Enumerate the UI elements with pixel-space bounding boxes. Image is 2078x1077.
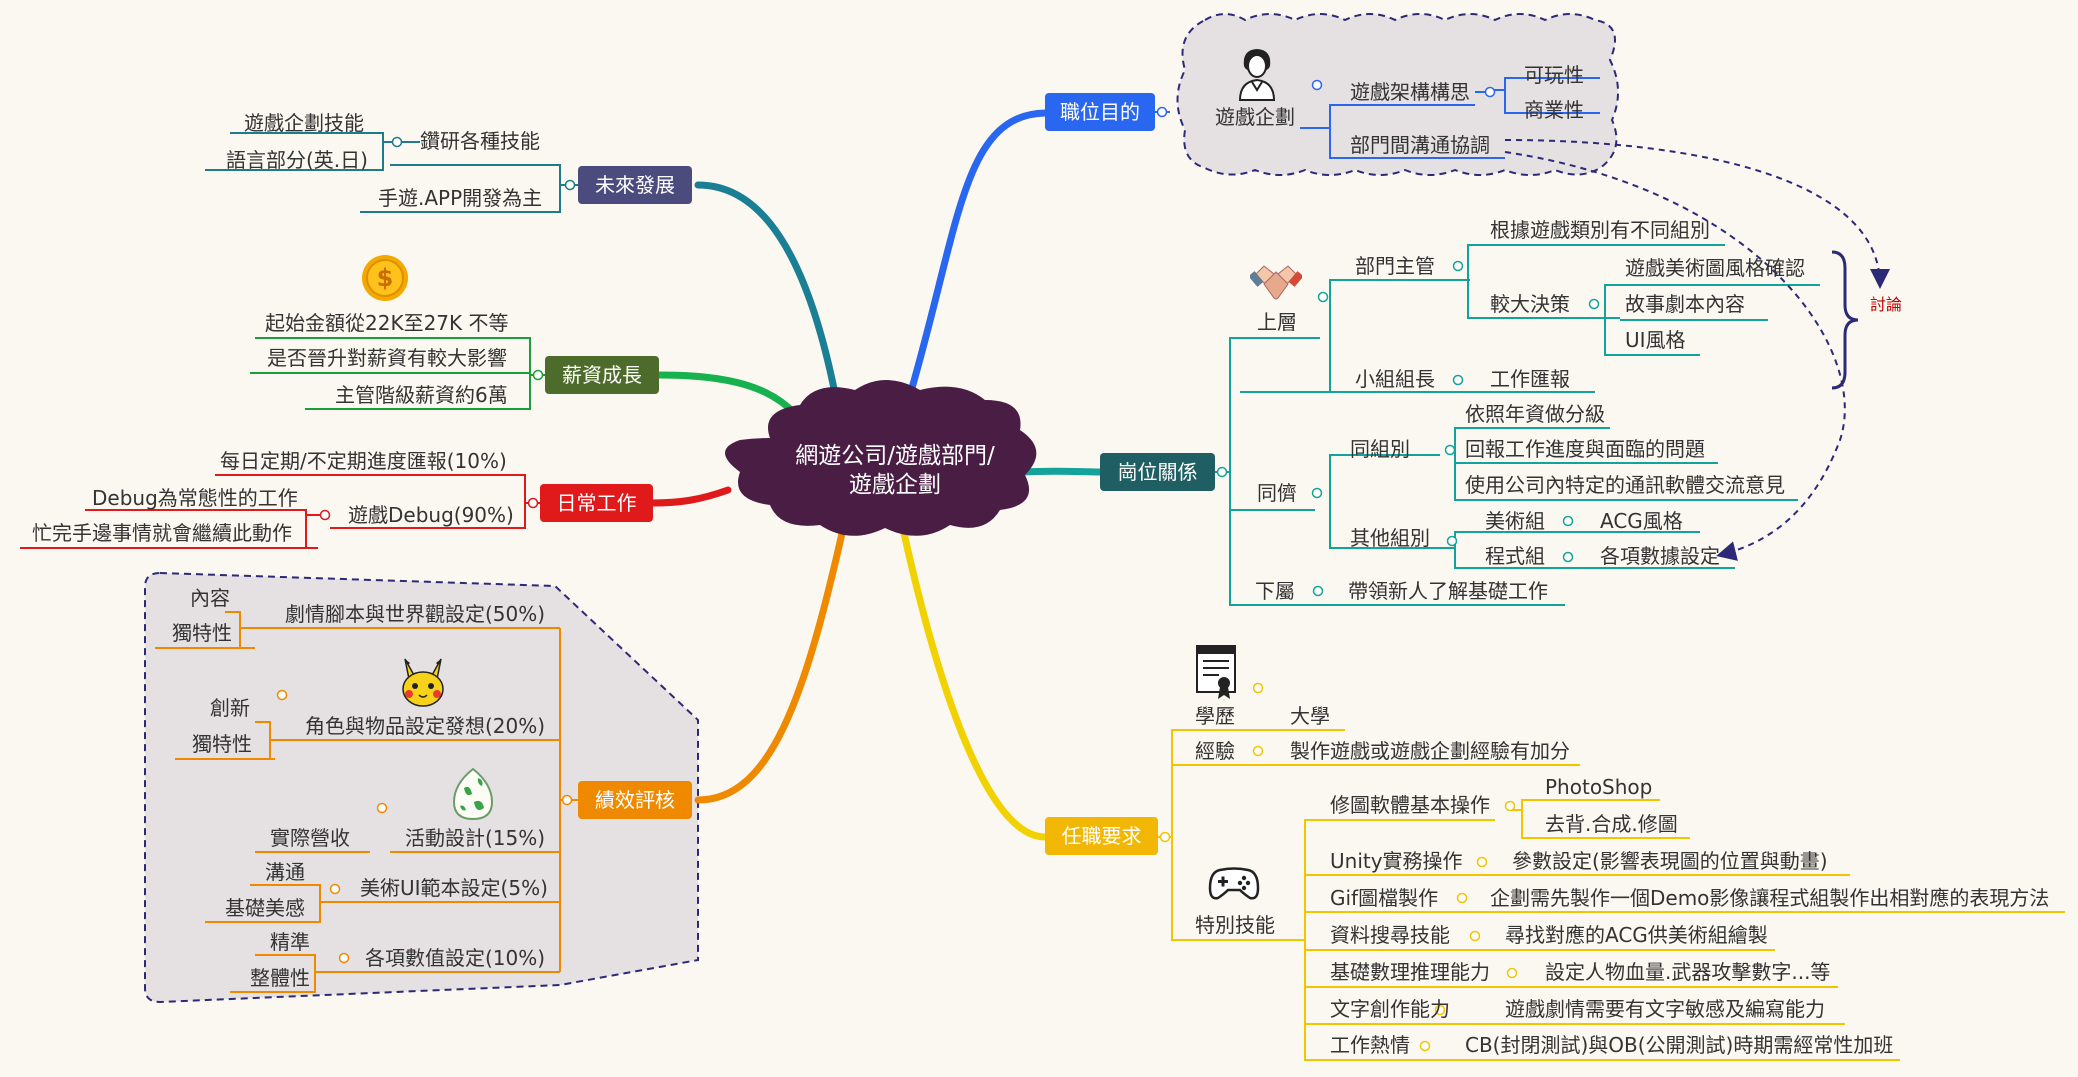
rel-same-group[interactable]: 同組別 xyxy=(1350,437,1410,461)
daily-report[interactable]: 每日定期/不定期進度匯報(10%) xyxy=(220,449,507,473)
perf-story-unique[interactable]: 獨特性 xyxy=(172,621,232,645)
rel-ui-style[interactable]: UI風格 xyxy=(1625,328,1686,352)
rel-by-seniority[interactable]: 依照年資做分級 xyxy=(1465,402,1605,426)
rel-art-style[interactable]: 遊戲美術圖風格確認 xyxy=(1625,256,1805,280)
central-topic[interactable]: 網遊公司/遊戲部門/ 遊戲企劃 xyxy=(760,442,1030,500)
req-unity-detail[interactable]: 參數設定(影響表現圖的位置與動畫) xyxy=(1512,849,1828,873)
central-cloud xyxy=(725,380,1037,536)
coin-icon: $ xyxy=(362,255,408,301)
daily-topic[interactable]: 日常工作 xyxy=(540,484,653,522)
future-skill-language[interactable]: 語言部分(英.日) xyxy=(226,148,368,172)
gamepad-icon xyxy=(1208,867,1260,900)
daily-debug[interactable]: 遊戲Debug(90%) xyxy=(348,503,514,527)
perf-numbers[interactable]: 各項數值設定(10%) xyxy=(365,946,546,970)
purpose-commercial[interactable]: 商業性 xyxy=(1524,98,1584,122)
future-skill-planning[interactable]: 遊戲企劃技能 xyxy=(244,111,364,135)
req-passion-detail[interactable]: CB(封閉測試)與OB(公開測試)時期需經常性加班 xyxy=(1465,1033,1894,1057)
req-search[interactable]: 資料搜尋技能 xyxy=(1330,923,1450,947)
rel-peers[interactable]: 同儕 xyxy=(1257,481,1297,505)
req-experience[interactable]: 經驗 xyxy=(1195,739,1235,763)
salary-promotion[interactable]: 是否晉升對薪資有較大影響 xyxy=(267,346,507,370)
central-topic-line1: 網遊公司/遊戲部門/ xyxy=(795,443,995,469)
purpose-role[interactable]: 遊戲企劃 xyxy=(1215,105,1295,129)
req-gif-detail[interactable]: 企劃需先製作一個Demo影像讓程式組製作出相對應的表現方法 xyxy=(1490,886,2050,910)
perf-art[interactable]: 美術UI範本設定(5%) xyxy=(360,876,548,900)
req-university[interactable]: 大學 xyxy=(1290,704,1330,728)
relation-topic[interactable]: 崗位關係 xyxy=(1100,453,1215,491)
performance-topic[interactable]: 績效評核 xyxy=(578,781,692,819)
rel-work-report[interactable]: 工作匯報 xyxy=(1490,367,1570,391)
future-mobile[interactable]: 手遊.APP開發為主 xyxy=(378,186,543,210)
purpose-communication[interactable]: 部門間溝通協調 xyxy=(1350,133,1490,157)
rel-other-groups[interactable]: 其他組別 xyxy=(1350,526,1430,550)
svg-text:$: $ xyxy=(377,264,394,292)
req-math[interactable]: 基礎數理推理能力 xyxy=(1330,960,1490,984)
future-topic[interactable]: 未來發展 xyxy=(578,166,692,204)
req-photo-edit[interactable]: 修圖軟體基本操作 xyxy=(1330,793,1490,817)
rel-upper[interactable]: 上層 xyxy=(1257,310,1297,334)
salary-start[interactable]: 起始金額從22K至27K 不等 xyxy=(265,311,509,335)
rel-discuss[interactable]: 討論 xyxy=(1870,295,1903,314)
curly-brace xyxy=(1831,250,1859,390)
rel-report-progress[interactable]: 回報工作進度與面臨的問題 xyxy=(1465,437,1705,461)
perf-story[interactable]: 劇情腳本與世界觀設定(50%) xyxy=(285,602,546,626)
perf-num-precise[interactable]: 精準 xyxy=(270,930,310,954)
salary-manager[interactable]: 主管階級薪資約6萬 xyxy=(335,383,508,407)
req-search-detail[interactable]: 尋找對應的ACG供美術組繪製 xyxy=(1505,923,1768,947)
rel-acg-style[interactable]: ACG風格 xyxy=(1600,509,1683,533)
req-exp-detail[interactable]: 製作遊戲或遊戲企劃經驗有加分 xyxy=(1290,739,1570,763)
daily-debug-repeat[interactable]: 忙完手邊事情就會繼續此動作 xyxy=(32,521,292,545)
rel-dept-head[interactable]: 部門主管 xyxy=(1355,254,1435,278)
perf-event[interactable]: 活動設計(15%) xyxy=(405,826,546,850)
req-writing[interactable]: 文字創作能力 xyxy=(1330,997,1450,1021)
person-icon xyxy=(1238,49,1276,101)
requirements-topic[interactable]: 任職要求 xyxy=(1045,817,1158,855)
perf-char-innovation[interactable]: 創新 xyxy=(210,696,250,720)
future-study[interactable]: 鑽研各種技能 xyxy=(420,129,540,153)
req-photoshop[interactable]: PhotoShop xyxy=(1545,775,1653,799)
rel-art-group[interactable]: 美術組 xyxy=(1485,509,1545,533)
rel-program-group[interactable]: 程式組 xyxy=(1485,544,1545,568)
egg-icon xyxy=(452,767,494,821)
rel-data-settings[interactable]: 各項數據設定 xyxy=(1600,544,1720,568)
rel-lower[interactable]: 下屬 xyxy=(1255,579,1295,603)
central-topic-line2: 遊戲企劃 xyxy=(849,472,941,498)
req-special[interactable]: 特別技能 xyxy=(1195,913,1275,937)
req-photo-tasks[interactable]: 去背.合成.修圖 xyxy=(1545,812,1678,836)
salary-topic[interactable]: 薪資成長 xyxy=(545,356,659,394)
pikachu-icon xyxy=(402,658,444,707)
perf-story-content[interactable]: 內容 xyxy=(190,586,230,610)
purpose-callout xyxy=(1176,13,1620,176)
req-writing-detail[interactable]: 遊戲劇情需要有文字敏感及編寫能力 xyxy=(1505,997,1825,1021)
rel-messenger[interactable]: 使用公司內特定的通訊軟體交流意見 xyxy=(1465,473,1785,497)
certificate-icon xyxy=(1196,645,1236,699)
perf-art-comm[interactable]: 溝通 xyxy=(265,860,305,884)
req-education[interactable]: 學歷 xyxy=(1195,704,1235,728)
handshake-icon xyxy=(1250,265,1302,300)
req-math-detail[interactable]: 設定人物血量.武器攻擊數字...等 xyxy=(1545,960,1831,984)
req-passion[interactable]: 工作熱情 xyxy=(1330,1033,1410,1057)
req-gif[interactable]: Gif圖檔製作 xyxy=(1330,886,1439,910)
rel-big-decisions[interactable]: 較大決策 xyxy=(1490,292,1570,316)
perf-character[interactable]: 角色與物品設定發想(20%) xyxy=(305,714,546,738)
perf-event-revenue[interactable]: 實際營收 xyxy=(270,826,350,850)
purpose-framework[interactable]: 遊戲架構構思 xyxy=(1350,80,1470,104)
req-unity[interactable]: Unity實務操作 xyxy=(1330,849,1463,873)
perf-num-whole[interactable]: 整體性 xyxy=(250,966,310,990)
daily-debug-normal[interactable]: Debug為常態性的工作 xyxy=(92,486,298,510)
purpose-topic[interactable]: 職位目的 xyxy=(1045,93,1155,131)
rel-lead-newcomers[interactable]: 帶領新人了解基礎工作 xyxy=(1348,579,1548,603)
perf-char-unique[interactable]: 獨特性 xyxy=(192,732,252,756)
rel-groups-by-type[interactable]: 根據遊戲類別有不同組別 xyxy=(1490,218,1710,242)
rel-story-content[interactable]: 故事劇本內容 xyxy=(1625,292,1745,316)
perf-art-aesthetic[interactable]: 基礎美感 xyxy=(225,896,305,920)
purpose-playability[interactable]: 可玩性 xyxy=(1524,63,1584,87)
rel-team-lead[interactable]: 小組組長 xyxy=(1355,367,1435,391)
